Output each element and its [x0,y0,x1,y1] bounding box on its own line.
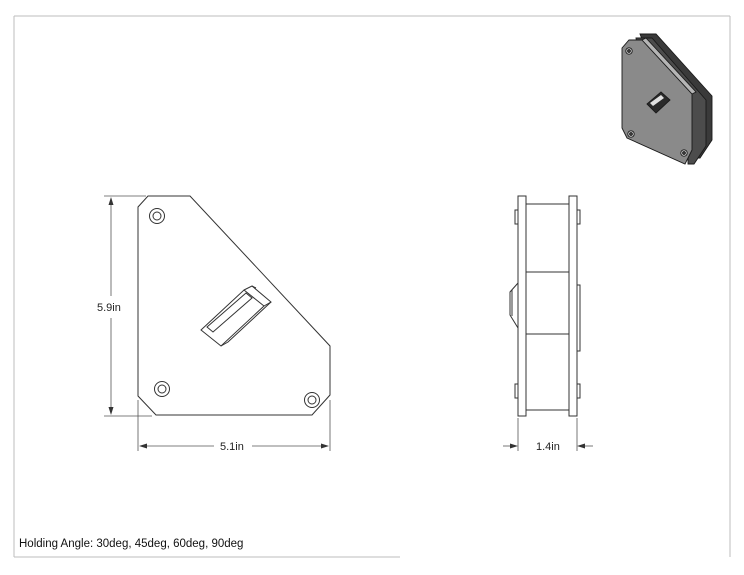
depth-dimension [503,418,593,451]
mount-hole-top-left [149,208,165,224]
side-view [509,195,581,417]
height-dimension-label: 5.9in [97,302,121,314]
holding-angle-note: Holding Angle: 30deg, 45deg, 60deg, 90de… [19,538,244,550]
isometric-switch [646,91,671,114]
height-dimension [104,195,152,417]
front-view [137,195,331,416]
width-dimension-label: 5.1in [220,441,244,453]
side-right-plate [568,195,578,417]
side-left-plate [517,195,527,417]
switch-knob [200,285,272,347]
front-outline [137,195,331,416]
width-dimension [137,400,331,451]
side-switch-lever [509,282,519,329]
isometric-preview [621,33,713,165]
mount-hole-bottom-right [304,392,320,408]
depth-dimension-label: 1.4in [536,441,560,453]
sheet-border [13,15,731,558]
mount-hole-bottom-left [154,381,170,397]
